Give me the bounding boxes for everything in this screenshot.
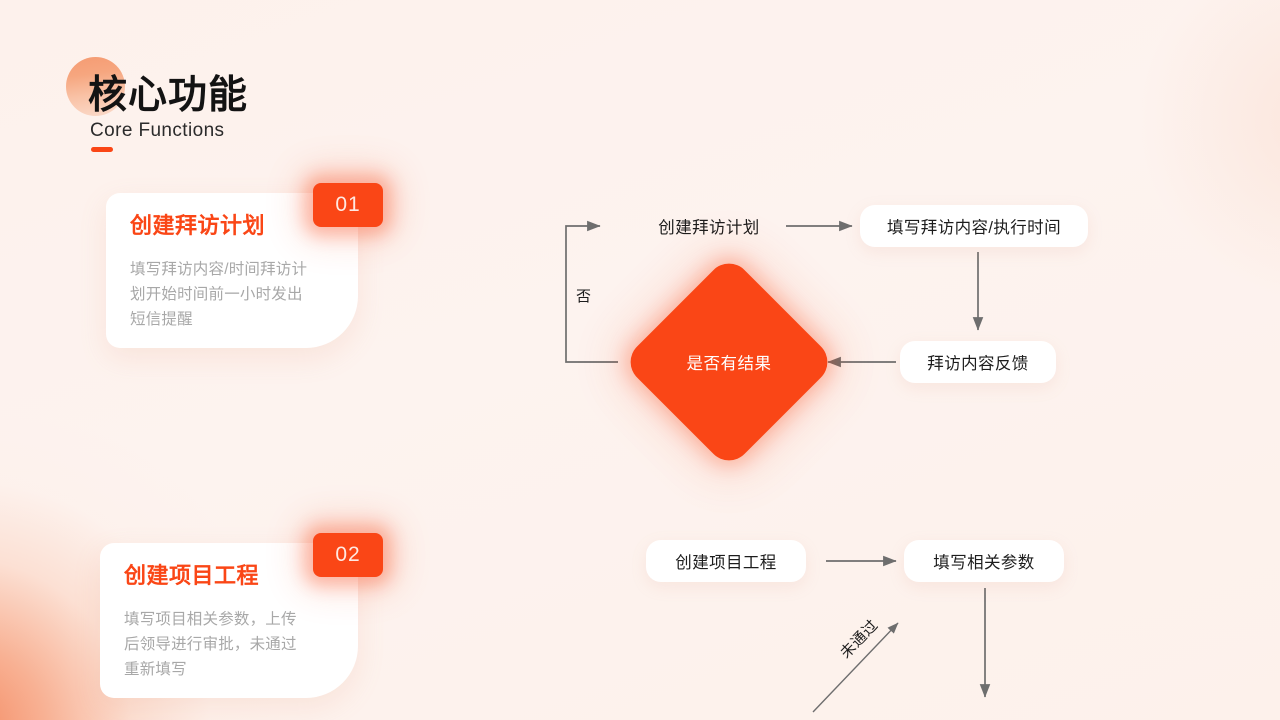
flow-node-label: 创建项目工程	[675, 554, 777, 572]
page-title: 核心功能 Core Functions	[66, 57, 406, 167]
title-chinese: 核心功能	[88, 74, 249, 117]
feature-card-02[interactable]: 02 创建项目工程 填写项目相关参数，上传后领导进行审批，未通过重新填写	[100, 533, 383, 698]
card-title-02: 创建项目工程	[124, 563, 260, 588]
flow-node-label: 创建拜访计划	[658, 219, 760, 237]
flow-node-label: 拜访内容反馈	[927, 355, 1029, 373]
title-decoration-circle	[66, 57, 125, 116]
flow-node-has-result[interactable]: 是否有结果	[621, 254, 837, 470]
flow-node-visit-feedback[interactable]: 拜访内容反馈	[900, 341, 1056, 383]
title-underline-dash	[91, 147, 113, 152]
card-description-01: 填写拜访内容/时间拜访计划开始时间前一小时发出短信提醒	[130, 261, 308, 328]
flow-node-label: 填写拜访内容/执行时间	[887, 219, 1061, 237]
flow-node-label: 填写相关参数	[933, 554, 1035, 572]
feature-card-01[interactable]: 01 创建拜访计划 填写拜访内容/时间拜访计划开始时间前一小时发出短信提醒	[106, 183, 383, 348]
flow-node-label: 是否有结果	[686, 355, 772, 373]
title-english: Core Functions	[90, 120, 225, 141]
card-description-02: 填写项目相关参数，上传后领导进行审批，未通过重新填写	[124, 611, 297, 678]
flow-node-fill-params[interactable]: 填写相关参数	[904, 540, 1064, 582]
card-title-01: 创建拜访计划	[130, 213, 266, 238]
flow-node-create-visit-plan[interactable]: 创建拜访计划	[632, 211, 786, 241]
flow-node-create-project[interactable]: 创建项目工程	[646, 540, 806, 582]
edge-no-branch	[565, 220, 618, 363]
edge-label-rejected: 未通过	[837, 616, 882, 662]
edge-label-no: 否	[576, 288, 592, 305]
flow-node-fill-visit-content[interactable]: 填写拜访内容/执行时间	[860, 205, 1088, 247]
card-badge-01: 01	[313, 183, 383, 227]
card-badge-02: 02	[313, 533, 383, 577]
